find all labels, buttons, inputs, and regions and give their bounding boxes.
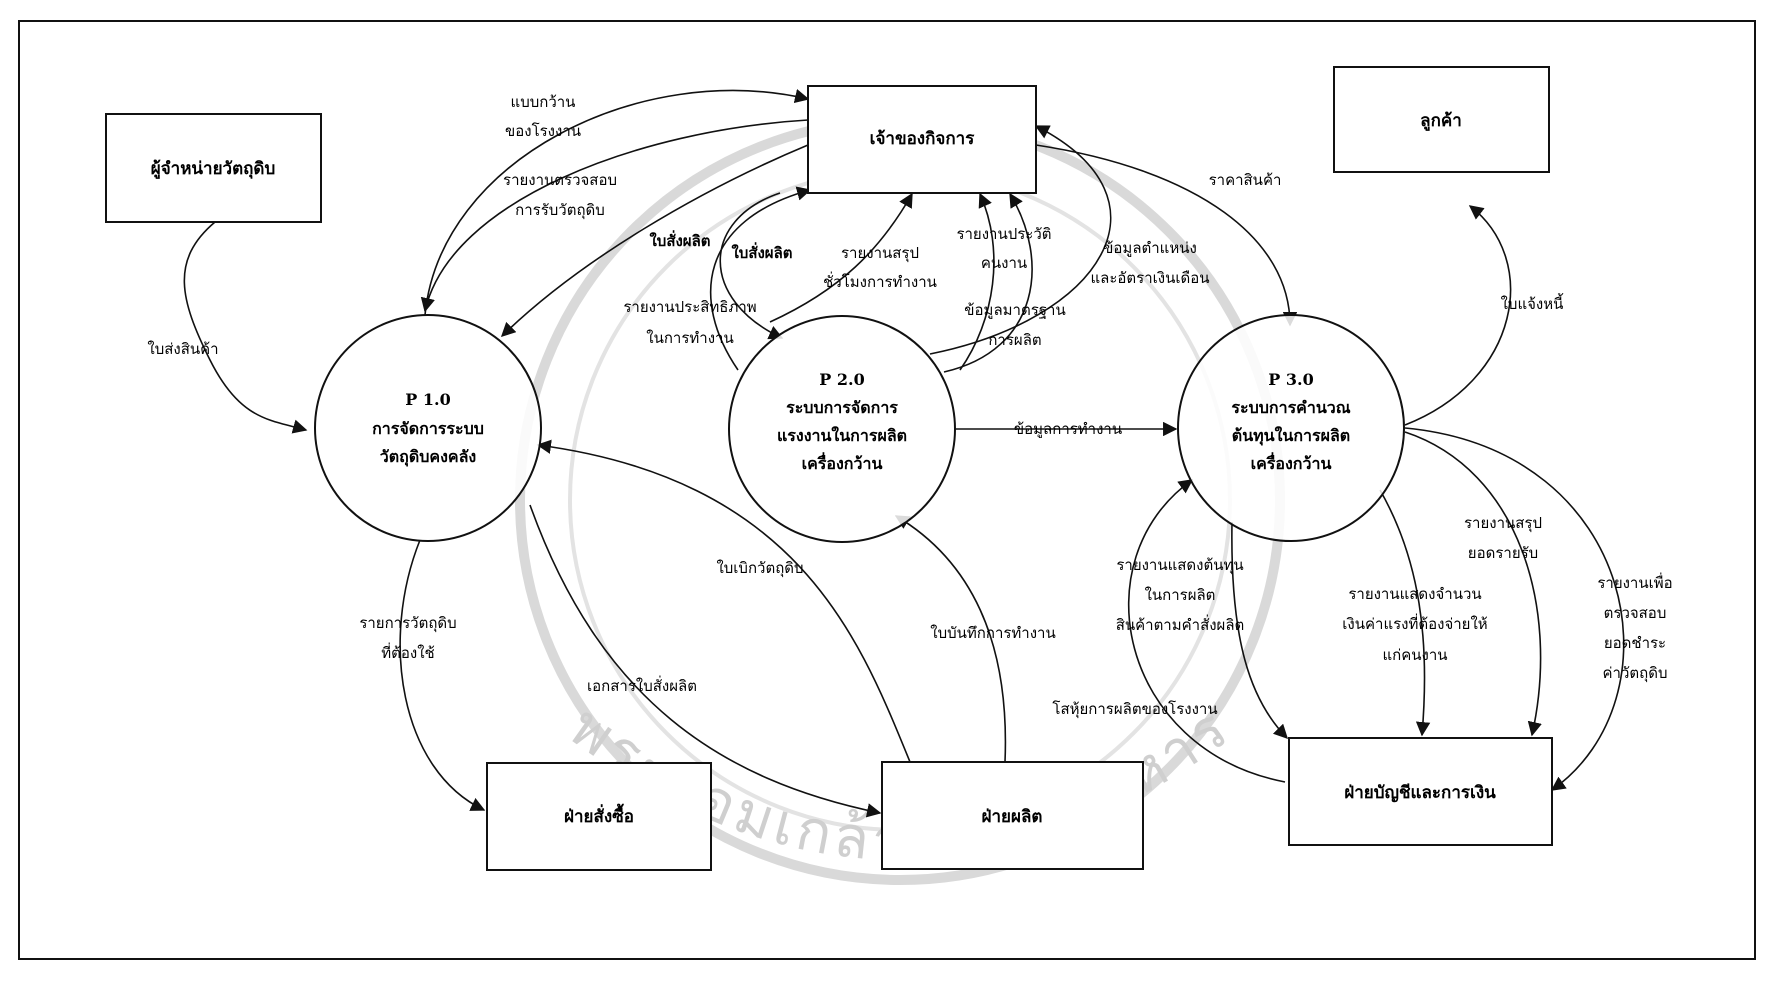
process-p3: P 3.0 ระบบการคำนวณ ต้นทุนในการผลิต เครื่…: [1177, 314, 1405, 542]
label-production-standard: การผลิต: [988, 331, 1041, 349]
label-overhead: โสหุ้ยการผลิตของโรงงาน: [1052, 700, 1217, 719]
diagram-frame: [18, 20, 1756, 960]
label-employee-history: คนงาน: [981, 254, 1027, 272]
label-position-salary: และอัตราเงินเดือน: [1091, 269, 1210, 287]
entity-production: ฝ่ายผลิต: [881, 761, 1144, 870]
process-p2-id: P 2.0: [819, 370, 864, 389]
flow-revenue-report: [1404, 431, 1542, 737]
label-hours-report: รายงานสรุป: [841, 244, 919, 263]
label-wage-report: เงินค่าแรงที่ต้องจ่ายให้: [1342, 613, 1487, 633]
process-p3-name-line: ระบบการคำนวณ: [1231, 398, 1350, 417]
label-delivery-note: ใบส่งสินค้า: [147, 340, 218, 358]
flow-audit-report: [1404, 427, 1625, 791]
flow-overhead: [1127, 479, 1286, 783]
label-materials-needed: รายการวัตถุดิบ: [359, 614, 456, 633]
label-materials-needed: ที่ต้องใช้: [381, 642, 434, 662]
entity-supplier-label: ผู้จำหน่ายวัตถุดิบ: [151, 159, 276, 180]
process-p2: P 2.0 ระบบการจัดการ แรงงานในการผลิต เครื…: [728, 315, 956, 543]
label-product-price: ราคาสินค้า: [1209, 171, 1282, 189]
process-p1-name-line: การจัดการระบบ: [372, 419, 484, 438]
label-position-salary: ข้อมูลตำแหน่ง: [1103, 239, 1197, 257]
process-p1-name-line: วัตถุดิบคงคลัง: [380, 447, 476, 467]
label-cost-report: รายงานแสดงต้นทุน: [1116, 556, 1243, 575]
process-p2-name-line: ระบบการจัดการ: [786, 398, 898, 417]
label-receive-report: รายงานตรวจสอบ: [503, 171, 617, 189]
label-winch-form: ของโรงงาน: [505, 122, 581, 140]
label-order-to-p2: ใบสั่งผลิต: [731, 242, 792, 262]
flow-work-record: [894, 515, 1007, 763]
process-p3-name-line: ต้นทุนในการผลิต: [1232, 426, 1350, 446]
entity-purchasing-label: ฝ่ายสั่งซื้อ: [564, 803, 634, 827]
entity-supplier: ผู้จำหน่ายวัตถุดิบ: [105, 113, 322, 223]
flow-materials-needed: [399, 539, 486, 811]
flow-order-document: [529, 504, 882, 818]
label-audit-report: ยอดชำระ: [1604, 634, 1666, 652]
entity-owner: เจ้าของกิจการ: [807, 85, 1037, 194]
label-order-to-p1: ใบสั่งผลิต: [649, 230, 710, 250]
label-employee-history: รายงานประวัติ: [956, 225, 1051, 243]
label-cost-report: สินค้าตามคำสั่งผลิต: [1116, 614, 1245, 634]
label-cost-report: ในการผลิต: [1145, 586, 1216, 604]
label-hours-report: ชั่วโมงการทำงาน: [823, 271, 937, 291]
flow-receive-report: [420, 119, 809, 313]
flow-requisition: [536, 439, 911, 763]
process-p3-name-line: เครื่องกว้าน: [1251, 452, 1332, 473]
flow-winch-form: [424, 89, 810, 316]
entity-customer-label: ลูกค้า: [1420, 111, 1462, 132]
flow-efficiency-report: [709, 186, 812, 371]
label-wage-report: แก่คนงาน: [1382, 646, 1447, 664]
flow-position-salary: [943, 192, 1033, 373]
label-work-data: ข้อมูลการทำงาน: [1014, 420, 1122, 438]
entity-accounting-label: ฝ่ายบัญชีและการเงิน: [1344, 782, 1496, 803]
label-audit-report: ตรวจสอบ: [1604, 604, 1667, 622]
process-p3-id: P 3.0: [1268, 370, 1313, 389]
label-work-record: ใบบันทึกการทำงาน: [930, 624, 1055, 642]
flow-employee-history: [959, 192, 995, 371]
process-p2-name-line: แรงงานในการผลิต: [777, 426, 907, 445]
label-order-document: เอกสารใบสั่งผลิต: [587, 675, 697, 695]
process-p1: P 1.0 การจัดการระบบ วัตถุดิบคงคลัง: [314, 314, 542, 542]
flow-cost-report: [1231, 521, 1289, 740]
entity-purchasing: ฝ่ายสั่งซื้อ: [486, 762, 712, 871]
flow-hours-report: [769, 192, 913, 323]
entity-customer: ลูกค้า: [1333, 66, 1550, 173]
label-efficiency-report: ในการทำงาน: [646, 329, 733, 347]
label-invoice: ใบแจ้งหนี้: [1501, 293, 1564, 313]
entity-production-label: ฝ่ายผลิต: [982, 807, 1043, 827]
flow-order-to-p2: [719, 192, 784, 340]
label-receive-report: การรับวัตถุดิบ: [515, 201, 605, 220]
process-p2-name-line: เครื่องกว้าน: [802, 452, 883, 473]
entity-accounting: ฝ่ายบัญชีและการเงิน: [1288, 737, 1553, 846]
process-p1-id: P 1.0: [405, 390, 450, 409]
flow-delivery-note: [183, 221, 308, 434]
entity-owner-label: เจ้าของกิจการ: [870, 129, 976, 149]
label-wage-report: รายงานแสดงจำนวน: [1348, 585, 1481, 603]
flow-production-standard: [929, 125, 1112, 355]
label-revenue-report: ยอดรายรับ: [1468, 544, 1538, 562]
label-audit-report: ค่าวัตถุดิบ: [1603, 664, 1668, 683]
label-requisition: ใบเบิกวัตถุดิบ: [716, 559, 803, 578]
flow-wage-report: [1379, 489, 1431, 737]
label-production-standard: ข้อมูลมาตรฐาน: [964, 301, 1065, 319]
label-winch-form: แบบกว้าน: [511, 93, 576, 111]
label-revenue-report: รายงานสรุป: [1464, 514, 1542, 533]
flow-order-to-p1: [500, 144, 809, 338]
flow-product-price: [1035, 144, 1298, 327]
label-efficiency-report: รายงานประสิทธิภาพ: [623, 298, 756, 316]
flow-invoice: [1404, 205, 1512, 426]
label-audit-report: รายงานเพื่อ: [1597, 572, 1672, 592]
